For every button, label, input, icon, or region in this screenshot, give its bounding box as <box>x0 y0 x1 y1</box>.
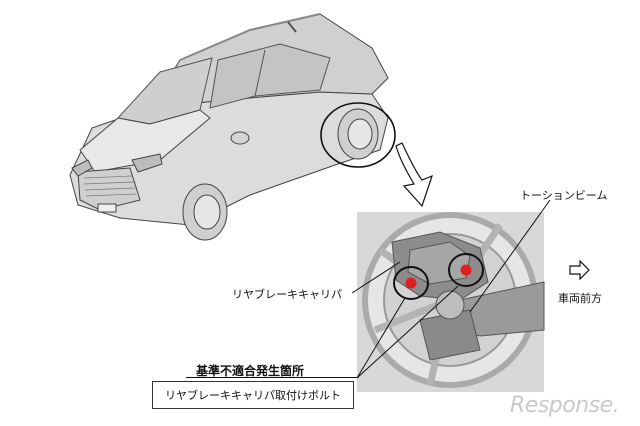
brake-detail-photo <box>357 212 545 392</box>
caption-box: リヤブレーキキャリパ取付けボルト <box>152 381 354 409</box>
vehicle-illustration <box>69 13 389 241</box>
front-direction-arrow-icon <box>569 259 590 281</box>
leader-torsion-beam <box>469 199 551 313</box>
label-vehicle-front: 車両前方 <box>558 292 602 305</box>
bolt-location-left <box>393 266 429 300</box>
label-underline <box>186 377 358 378</box>
label-torsion-beam: トーションビーム <box>520 189 608 202</box>
leader-rear-brake-caliper <box>351 261 401 294</box>
leader-to-left-bolt <box>356 297 406 379</box>
leader-to-right-bolt <box>356 285 459 379</box>
label-rear-brake-caliper: リヤブレーキキャリパ <box>232 288 342 301</box>
watermark-logo: Response. <box>510 393 620 418</box>
label-nonconformity-location: 基準不適合発生箇所 <box>196 364 305 378</box>
bolt-location-right <box>448 253 484 287</box>
zoom-arrow <box>395 142 433 208</box>
rear-wheel-highlight-circle <box>320 102 396 168</box>
label-caliper-mounting-bolt: リヤブレーキキャリパ取付けボルト <box>165 389 341 402</box>
